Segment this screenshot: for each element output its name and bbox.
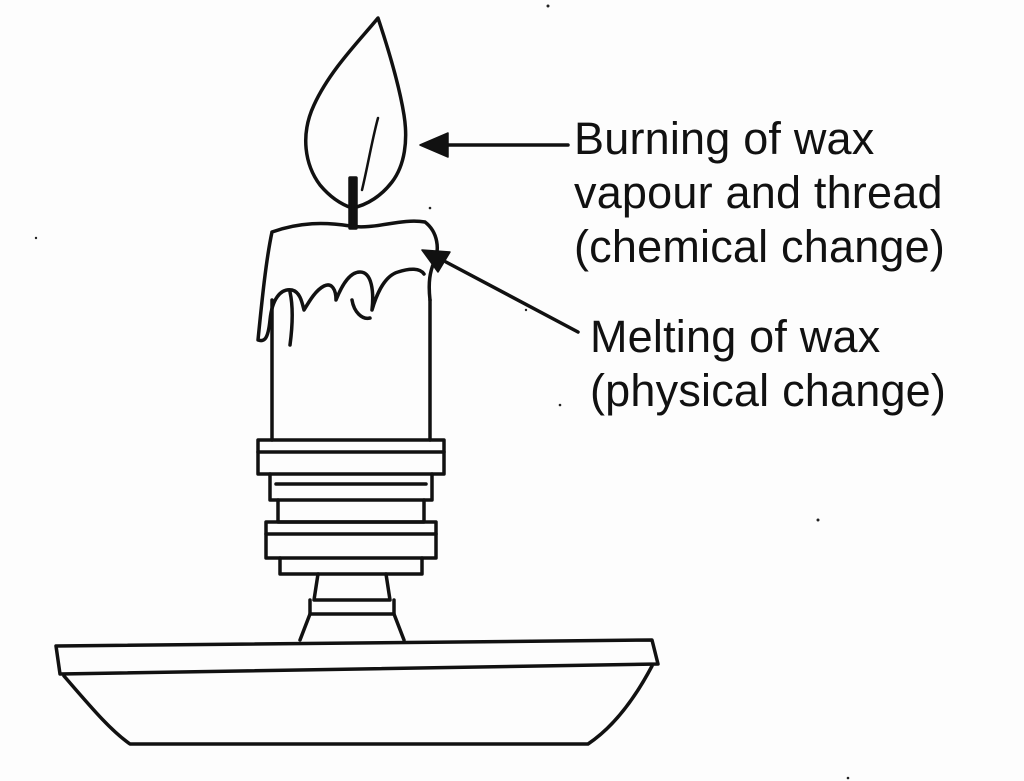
label-burning-line-3: (chemical change): [574, 221, 946, 272]
label-burning-line-2: vapour and thread: [574, 167, 943, 218]
arrow-to-wax-head-icon: [421, 249, 451, 273]
wax-drip-mid: [350, 298, 372, 321]
wick: [348, 176, 358, 230]
label-burning-wax: Burning of wax vapour and thread (chemic…: [574, 112, 945, 274]
candle-body: [270, 298, 432, 442]
arrow-to-wax-line: [444, 260, 580, 334]
saucer-rim: [54, 638, 660, 676]
holder-stem: [312, 572, 392, 602]
holder-upper-ring: [256, 438, 446, 476]
wax-drip-left: [288, 290, 295, 347]
label-burning-line-1: Burning of wax: [574, 113, 875, 164]
candle-melted-top: [256, 219, 439, 343]
label-melting-line-1: Melting of wax: [590, 311, 881, 362]
arrow-to-flame-head-icon: [419, 132, 449, 158]
paper-speckles: [34, 4, 850, 780]
holder-middle-ring: [276, 498, 426, 524]
holder-base-collar: [278, 556, 424, 576]
label-melting-wax: Melting of wax (physical change): [590, 310, 946, 418]
label-melting-line-2: (physical change): [590, 365, 947, 416]
holder-stem-ring: [308, 598, 396, 616]
holder-lower-ring: [264, 520, 438, 560]
holder-neck: [268, 472, 434, 502]
flame-inner-outline: [360, 116, 380, 192]
saucer-bowl: [62, 664, 654, 746]
holder-foot: [298, 612, 406, 642]
